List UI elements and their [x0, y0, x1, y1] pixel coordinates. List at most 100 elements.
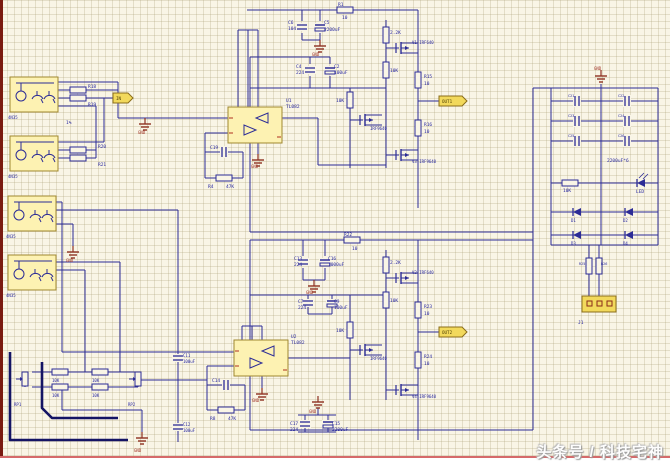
res_v-R23[interactable]	[414, 301, 422, 319]
res_v-R5[interactable]	[382, 61, 390, 79]
cap_h-C21[interactable]	[573, 95, 581, 107]
fet-V2[interactable]	[395, 272, 418, 284]
cap_h-C14[interactable]	[222, 379, 230, 391]
diode-D4[interactable]	[624, 231, 633, 239]
cap_h-C26[interactable]	[623, 135, 631, 147]
conn-J1[interactable]	[581, 295, 617, 313]
port-port-in[interactable]: IN	[112, 92, 134, 104]
cap_h-C25[interactable]	[573, 135, 581, 147]
gnd-[interactable]	[139, 118, 151, 131]
diode-D2[interactable]	[624, 208, 633, 216]
schematic-label: U1	[286, 98, 292, 104]
res_h-R22[interactable]	[343, 236, 361, 244]
cap_v-C12[interactable]	[172, 423, 184, 431]
fet-V1[interactable]	[395, 42, 418, 54]
res_h-Rn1[interactable]	[51, 368, 69, 376]
res_h-R20[interactable]	[69, 146, 87, 154]
fet-VQ1[interactable]	[359, 114, 382, 126]
res_h-Rn4[interactable]	[91, 383, 109, 391]
res_v-R6[interactable]	[346, 91, 354, 109]
gnd-[interactable]	[252, 154, 264, 167]
cap_v-C17[interactable]	[299, 420, 311, 428]
gnd-[interactable]	[308, 280, 320, 293]
res_h-R27[interactable]	[561, 179, 579, 187]
capp_v-C5[interactable]	[314, 23, 326, 32]
opto-U5[interactable]	[7, 195, 57, 232]
res_v-R16[interactable]	[414, 119, 422, 137]
opamp-U1[interactable]	[227, 106, 283, 144]
cap_v-C7[interactable]	[302, 299, 314, 307]
bus-wire[interactable]	[40, 362, 118, 420]
cap_h-C24[interactable]	[623, 115, 631, 127]
cap_v-C11[interactable]	[172, 354, 184, 362]
opto-U6[interactable]	[7, 254, 57, 291]
diode-D1[interactable]	[572, 208, 581, 216]
capp_v-C9[interactable]	[326, 299, 338, 308]
fet-VQ2[interactable]	[359, 344, 382, 356]
cap_h-C22[interactable]	[623, 95, 631, 107]
res_h-R18[interactable]	[69, 86, 87, 94]
cap_v-C6[interactable]	[296, 23, 308, 31]
capp_v-C15[interactable]	[322, 420, 334, 429]
schematic-label: C21	[568, 94, 574, 98]
res_v-R25[interactable]	[585, 257, 593, 275]
port-port-out1[interactable]: OUT1	[438, 95, 468, 107]
capp_v-C16[interactable]	[319, 258, 331, 267]
capp_v-C2[interactable]	[324, 66, 336, 75]
res_v-R3[interactable]	[382, 26, 390, 44]
opto-U3[interactable]	[9, 76, 59, 113]
schematic-label: 10K	[336, 98, 344, 104]
led-LED1[interactable]	[636, 172, 649, 187]
res_v-R9[interactable]	[382, 256, 390, 274]
fet-V3[interactable]	[395, 149, 418, 161]
pot-RP1[interactable]	[16, 371, 29, 387]
res_h-R21[interactable]	[69, 154, 87, 162]
cap_h-C19[interactable]	[220, 146, 228, 158]
schematic-label: R21	[98, 162, 106, 168]
res_v-R10[interactable]	[382, 291, 390, 309]
bus-wire[interactable]	[8, 352, 128, 442]
schematic-label: U2	[291, 334, 297, 340]
schematic-label: C14	[212, 378, 220, 384]
diode-D3[interactable]	[572, 231, 581, 239]
gnd-[interactable]	[312, 396, 324, 409]
schematic-label: C5	[324, 20, 330, 26]
schematic-label: C17	[290, 421, 298, 427]
sheet-border-bottom	[0, 456, 670, 458]
gnd-[interactable]	[595, 70, 607, 83]
opto-U4[interactable]	[9, 135, 59, 172]
cap_v-C13[interactable]	[297, 258, 309, 266]
fet-V4[interactable]	[395, 384, 418, 396]
res_v-R26[interactable]	[595, 257, 603, 275]
res_h-R1[interactable]	[336, 6, 354, 14]
res_h-R4[interactable]	[215, 174, 233, 182]
port-port-out2[interactable]: OUT2	[438, 326, 468, 338]
gnd-[interactable]	[314, 40, 326, 53]
gnd-[interactable]	[136, 432, 148, 445]
res_h-R8[interactable]	[217, 406, 235, 414]
gnd-[interactable]	[256, 388, 268, 401]
schematic-label: IRF9640	[370, 126, 387, 131]
schematic-label: C15	[332, 421, 340, 427]
svg-text:OUT2: OUT2	[442, 330, 453, 335]
res_h-Rn3[interactable]	[51, 383, 69, 391]
res_h-R19[interactable]	[69, 94, 87, 102]
res_h-Rn2[interactable]	[91, 368, 109, 376]
res_v-R24[interactable]	[414, 351, 422, 369]
res_v-R15[interactable]	[414, 71, 422, 89]
schematic-label: V4 IRF9640	[412, 394, 437, 399]
schematic-label: 10	[424, 311, 430, 317]
cap_h-C23[interactable]	[573, 115, 581, 127]
res_v-R11[interactable]	[346, 321, 354, 339]
schematic-label: C6	[288, 20, 294, 26]
pot-RP2[interactable]	[129, 371, 142, 387]
schematic-label: R25	[579, 262, 585, 266]
schematic-label: GND	[66, 258, 74, 263]
cap_v-C4[interactable]	[304, 66, 316, 74]
schematic-label: GND	[252, 398, 260, 403]
schematic-label: RP2	[128, 402, 136, 407]
opamp-U2[interactable]	[233, 339, 289, 377]
gnd-[interactable]	[67, 246, 79, 259]
schematic-label: 10	[352, 246, 358, 252]
